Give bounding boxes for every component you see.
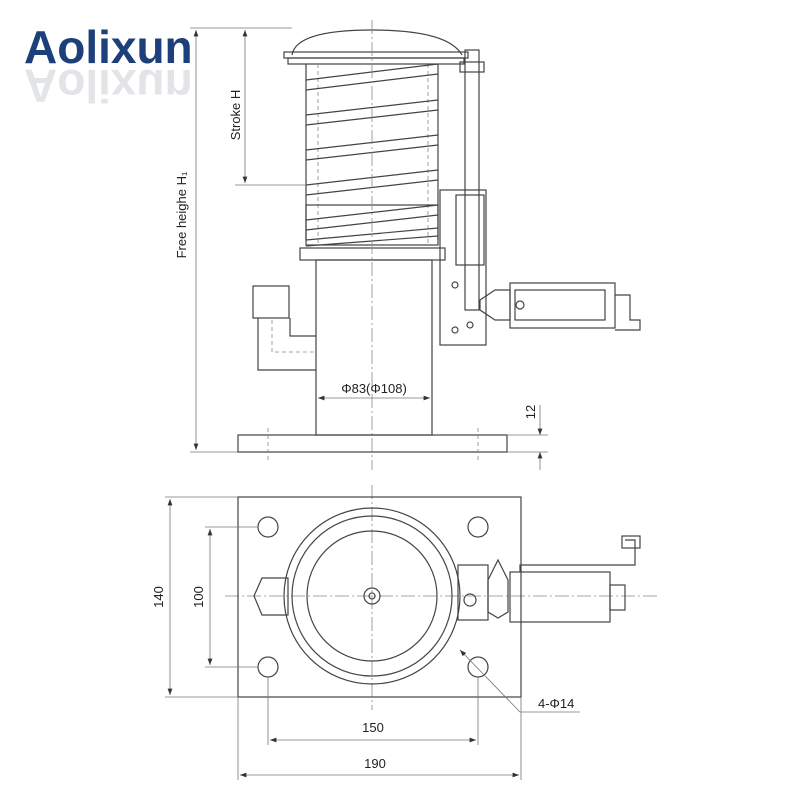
- cylinder-body: [315, 259, 433, 436]
- height-inner-label: 100: [191, 586, 206, 608]
- logo-reflection: Aolixun: [24, 60, 193, 112]
- height-outer-label: 140: [151, 586, 166, 608]
- side-port: [252, 285, 316, 371]
- diameter-label: Φ83(Φ108): [341, 381, 407, 396]
- top-view: 140 100 150 190 4-Φ14: [151, 485, 660, 780]
- width-inner-label: 150: [362, 720, 384, 735]
- limit-switch-top: [457, 535, 641, 623]
- limit-switch-assembly: [439, 49, 641, 346]
- base-thickness-label: 12: [523, 405, 538, 419]
- side-port-top: [253, 577, 289, 616]
- collar: [299, 247, 446, 261]
- front-view: Stroke H Free heighe H₁: [174, 20, 641, 470]
- base-plate: [237, 434, 508, 453]
- mount-plate: [237, 496, 522, 698]
- logo-text: Aolixun: [24, 21, 193, 73]
- logo: Aolixun Aolixun: [24, 21, 193, 112]
- holes-label: 4-Φ14: [538, 696, 574, 711]
- width-outer-label: 190: [364, 756, 386, 771]
- stroke-label: Stroke H: [228, 90, 243, 141]
- free-height-label: Free heighe H₁: [174, 171, 189, 258]
